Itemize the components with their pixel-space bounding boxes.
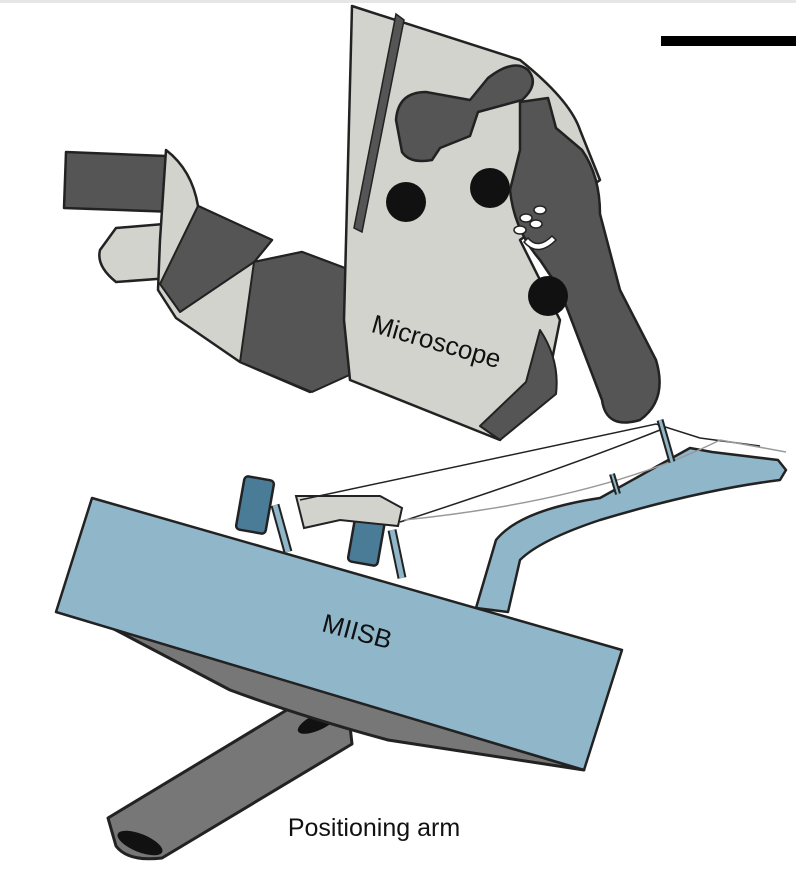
arm-shaft <box>106 700 354 861</box>
focus-knob <box>394 64 535 163</box>
microscope-handle <box>508 96 661 424</box>
control-dot <box>528 276 568 316</box>
eyepiece-lower <box>98 222 172 284</box>
arm-end-hole <box>117 830 163 856</box>
housing-band <box>159 205 273 313</box>
instrument-holder <box>294 495 404 530</box>
body-lower-band <box>479 329 558 441</box>
handle-buttons <box>513 205 558 251</box>
instrument-wire <box>399 429 661 523</box>
platform-base <box>54 496 624 772</box>
microscope: Microscope <box>62 4 661 442</box>
miisb-platform: MIISB <box>54 419 788 772</box>
platform-rail <box>389 529 405 579</box>
instrument-wire <box>403 439 787 521</box>
instrument-pin <box>611 473 619 495</box>
housing-band <box>239 251 357 393</box>
eyepiece-upper <box>62 150 178 214</box>
clamp-left <box>234 475 276 535</box>
top-border <box>0 0 796 3</box>
control-dot <box>386 182 426 222</box>
platform-support-arm <box>474 446 788 614</box>
instrument-pin <box>658 419 674 463</box>
arm-label: Positioning arm <box>288 814 460 842</box>
scale-bar <box>661 36 796 46</box>
body-slit <box>353 12 405 234</box>
platform-rail <box>272 504 291 553</box>
control-dot <box>470 168 510 208</box>
